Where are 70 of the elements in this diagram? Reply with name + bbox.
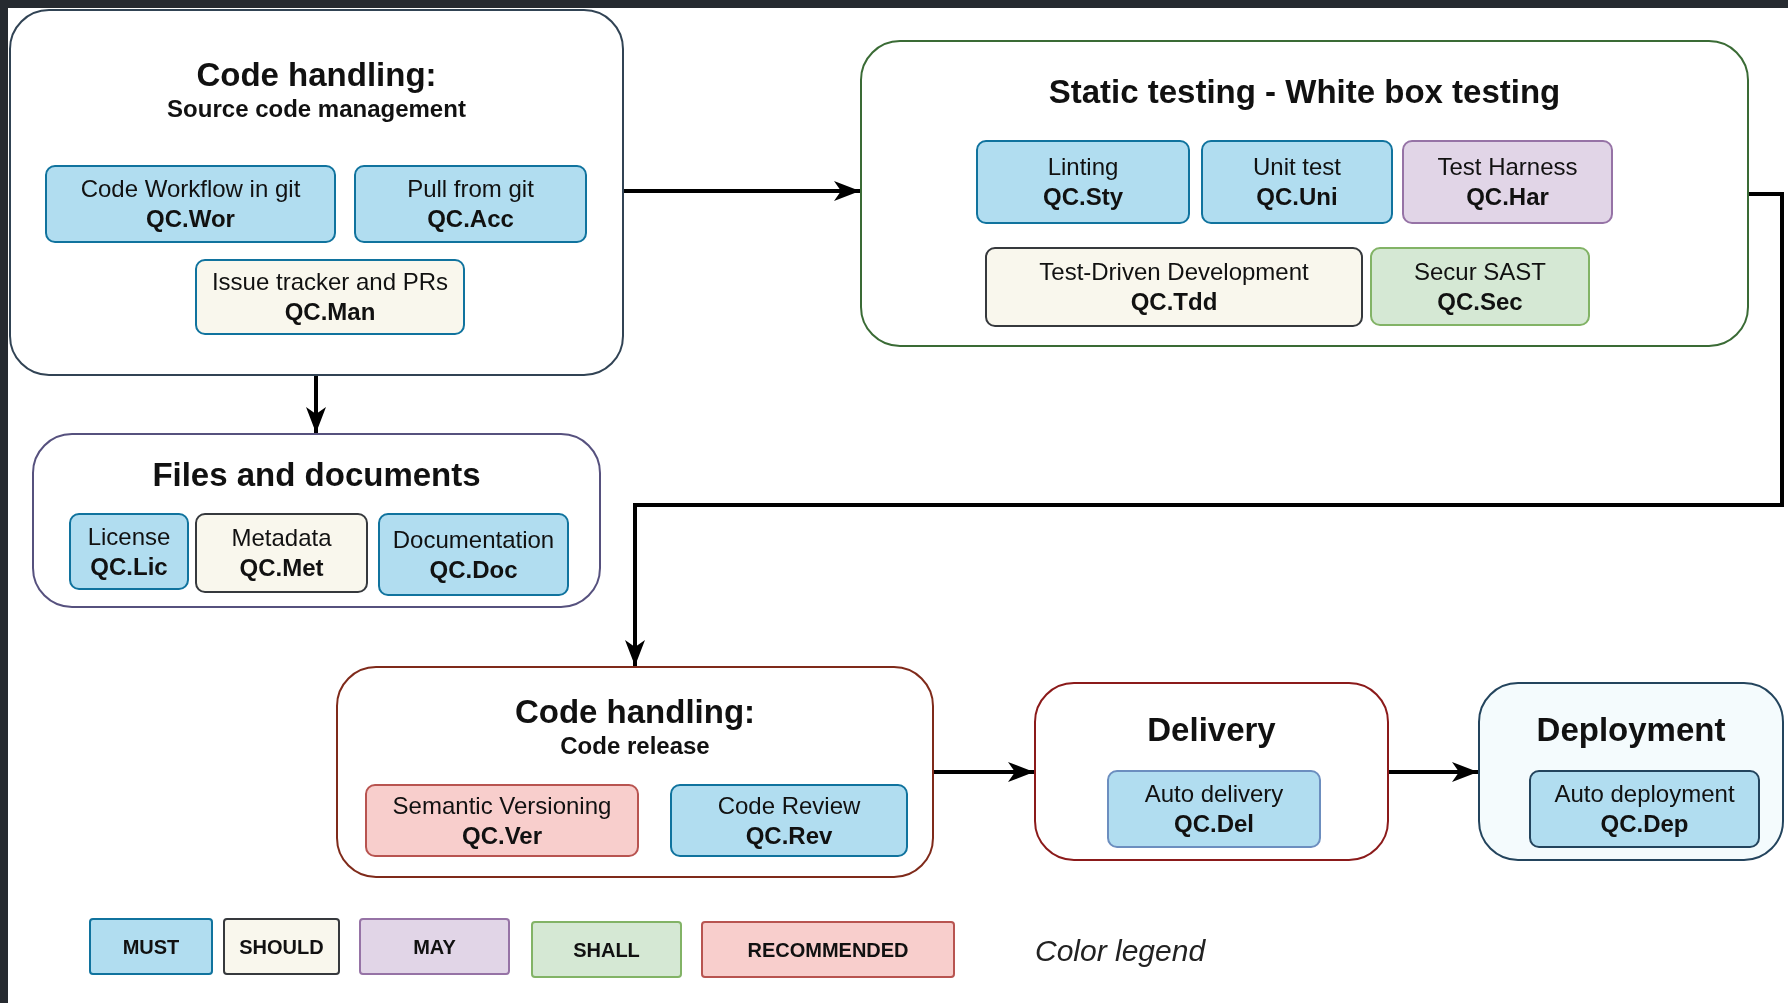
requirement-code: QC.Sec — [1437, 286, 1523, 317]
requirement-code: QC.Uni — [1256, 182, 1338, 212]
arrow — [625, 192, 1784, 666]
requirement-code: QC.Met — [239, 553, 324, 583]
requirement-code: QC.Wor — [146, 204, 235, 234]
arrow — [624, 181, 860, 201]
requirement-box — [1402, 140, 1613, 224]
group-box — [9, 9, 624, 376]
requirement-name: Auto deployment — [1554, 779, 1735, 809]
legend-key: SHOULD — [223, 918, 340, 975]
requirement-box — [195, 259, 465, 335]
requirement-box — [1107, 770, 1321, 848]
requirement-box — [985, 247, 1363, 327]
requirement-code: QC.Lic — [90, 551, 168, 582]
requirement-box — [1370, 247, 1590, 326]
requirement-code: QC.Har — [1466, 182, 1549, 212]
group-title: Delivery — [1147, 710, 1276, 750]
requirement-code: QC.Del — [1174, 809, 1254, 839]
group-title: Static testing - White box testing — [1048, 72, 1561, 112]
group-title: Code handling: — [196, 55, 437, 95]
legend-key: SHALL — [531, 921, 682, 978]
requirement-box — [1201, 140, 1393, 224]
arrow — [306, 376, 326, 433]
arrow — [934, 762, 1034, 782]
requirement-name: License — [87, 521, 171, 552]
group-subtitle: Code release — [560, 732, 710, 760]
group-title: Deployment — [1536, 710, 1726, 750]
requirement-code: QC.Acc — [427, 204, 514, 234]
group-title: Code handling: — [514, 692, 756, 732]
requirement-code: QC.Doc — [429, 554, 518, 585]
requirement-name: Auto delivery — [1144, 779, 1284, 809]
requirement-name: Secur SAST — [1413, 256, 1546, 287]
requirement-box — [45, 165, 336, 243]
legend-key: RECOMMENDED — [701, 921, 955, 978]
legend-key: MUST — [89, 918, 213, 975]
requirement-box — [378, 513, 569, 596]
requirement-name: Test-Driven Development — [1039, 257, 1309, 287]
legend-caption: Color legend — [1035, 933, 1206, 969]
group-title: Files and documents — [152, 455, 481, 495]
arrow — [1389, 762, 1478, 782]
requirement-box — [670, 784, 908, 857]
requirement-code: QC.Sty — [1043, 182, 1123, 212]
requirement-name: Issue tracker and PRs — [211, 267, 449, 297]
requirement-name: Code Review — [717, 790, 861, 821]
requirement-name: Linting — [1047, 152, 1119, 182]
requirement-name: Test Harness — [1437, 152, 1578, 182]
legend-key: MAY — [359, 918, 510, 975]
group-box — [1034, 682, 1389, 861]
requirement-code: QC.Ver — [461, 820, 542, 851]
requirement-box — [195, 513, 368, 593]
requirement-name: Pull from git — [407, 174, 534, 204]
requirement-code: QC.Dep — [1600, 809, 1689, 839]
group-box — [860, 40, 1749, 347]
requirement-name: Code Workflow in git — [80, 174, 301, 204]
group-box — [336, 666, 934, 878]
requirement-box — [365, 784, 639, 857]
requirement-box — [354, 165, 587, 243]
requirement-name: Documentation — [392, 524, 555, 555]
requirement-code: QC.Tdd — [1130, 287, 1218, 317]
group-subtitle: Source code management — [167, 95, 466, 123]
requirement-box — [69, 513, 189, 590]
requirement-box — [1529, 770, 1760, 848]
requirement-box — [976, 140, 1190, 224]
requirement-code: QC.Man — [284, 297, 376, 327]
requirement-name: Semantic Versioning — [392, 790, 612, 821]
group-box — [32, 433, 601, 608]
requirement-code: QC.Rev — [745, 820, 833, 851]
group-box — [1478, 682, 1784, 861]
requirement-name: Unit test — [1253, 152, 1341, 182]
requirement-name: Metadata — [231, 523, 332, 553]
